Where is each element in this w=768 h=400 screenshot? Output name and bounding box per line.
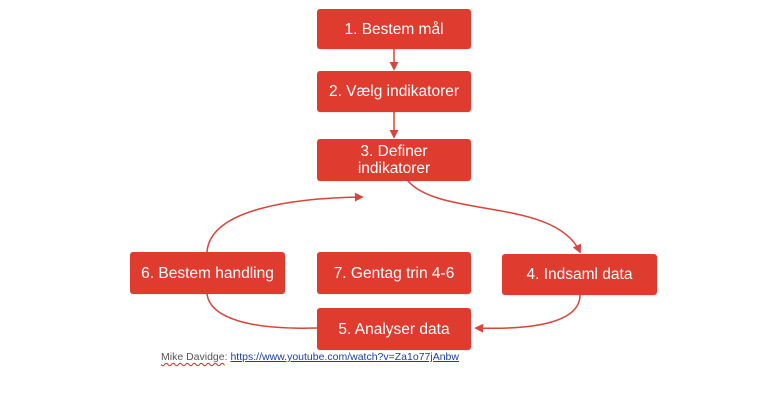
step-label-1: 1. Bestem mål	[344, 20, 444, 38]
arrow-5-to-6	[206, 293, 318, 329]
credit-separator: :	[224, 351, 231, 363]
step-box-7: 7. Gentag trin 4-6	[317, 252, 471, 294]
arrow-3-to-4	[407, 180, 582, 254]
arrow-4-to-5	[474, 294, 581, 333]
arrow-6-to-3	[206, 192, 364, 253]
step-label-7: 7. Gentag trin 4-6	[333, 264, 455, 282]
credit-link[interactable]: https://www.youtube.com/watch?v=Za1o77jA…	[230, 351, 459, 363]
step-box-1: 1. Bestem mål	[317, 9, 471, 49]
step-label-2: 2. Vælg indikatorer	[328, 83, 460, 100]
step-box-6: 6. Bestem handling	[130, 252, 285, 294]
step-label-3: 3. Definer indikatorer	[357, 143, 431, 177]
step-label-5: 5. Analyser data	[338, 320, 450, 338]
step-box-2: 2. Vælg indikatorer	[317, 71, 471, 112]
step-box-3: 3. Definer indikatorer	[317, 139, 471, 181]
step-box-4: 4. Indsaml data	[502, 254, 657, 295]
step-box-5: 5. Analyser data	[317, 308, 471, 350]
source-credit: Mike Davidge: https://www.youtube.com/wa…	[161, 351, 459, 363]
step-label-6: 6. Bestem handling	[141, 264, 274, 282]
credit-author: Mike Davidge	[161, 351, 225, 363]
step-label-4: 4. Indsaml data	[526, 266, 633, 283]
